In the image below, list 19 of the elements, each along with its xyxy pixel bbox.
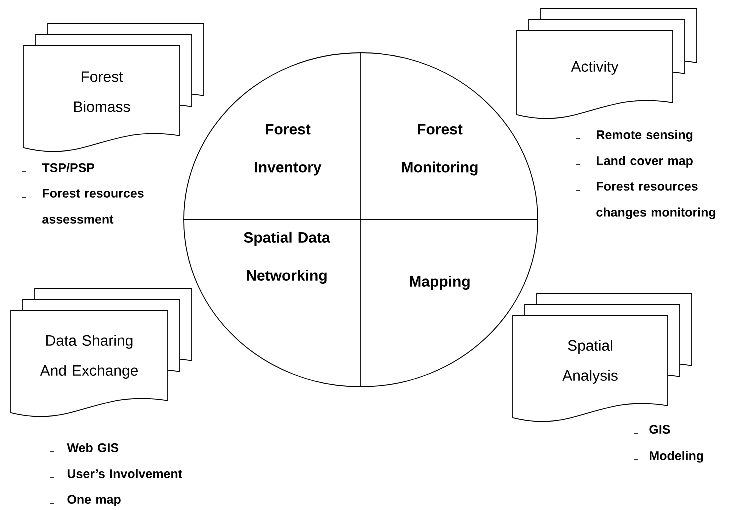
- circle: [184, 52, 538, 388]
- document-stack: Spatial Analysis: [512, 294, 692, 422]
- bullet-item: Modeling: [650, 451, 704, 463]
- bullet-item: GIS: [650, 425, 670, 434]
- quadrant-label: Spatial Data Networking: [244, 232, 330, 284]
- bullet-item: Remote sensing: [597, 130, 693, 142]
- bullet-item: Forest resources assessment: [42, 189, 144, 224]
- bullet-item: Web GIS: [67, 443, 119, 452]
- bullet-item: User’s Involvement: [68, 469, 182, 478]
- bullet-item: Forest resources changes monitoring: [596, 182, 716, 220]
- quadrant-label: Forest Inventory: [255, 124, 322, 176]
- document-stack: Forest Biomass: [24, 24, 204, 152]
- document-stack: Data Sharing And Exchange: [10, 288, 192, 418]
- bullet-item: One map: [68, 495, 121, 506]
- document-stack: Activity: [516, 8, 698, 120]
- quadrant-label: Mapping: [410, 276, 470, 290]
- quadrant-label: Forest Monitoring: [402, 124, 478, 176]
- bullet-item: TSP/PSP: [42, 163, 95, 172]
- bullet-item: Land cover map: [597, 156, 693, 168]
